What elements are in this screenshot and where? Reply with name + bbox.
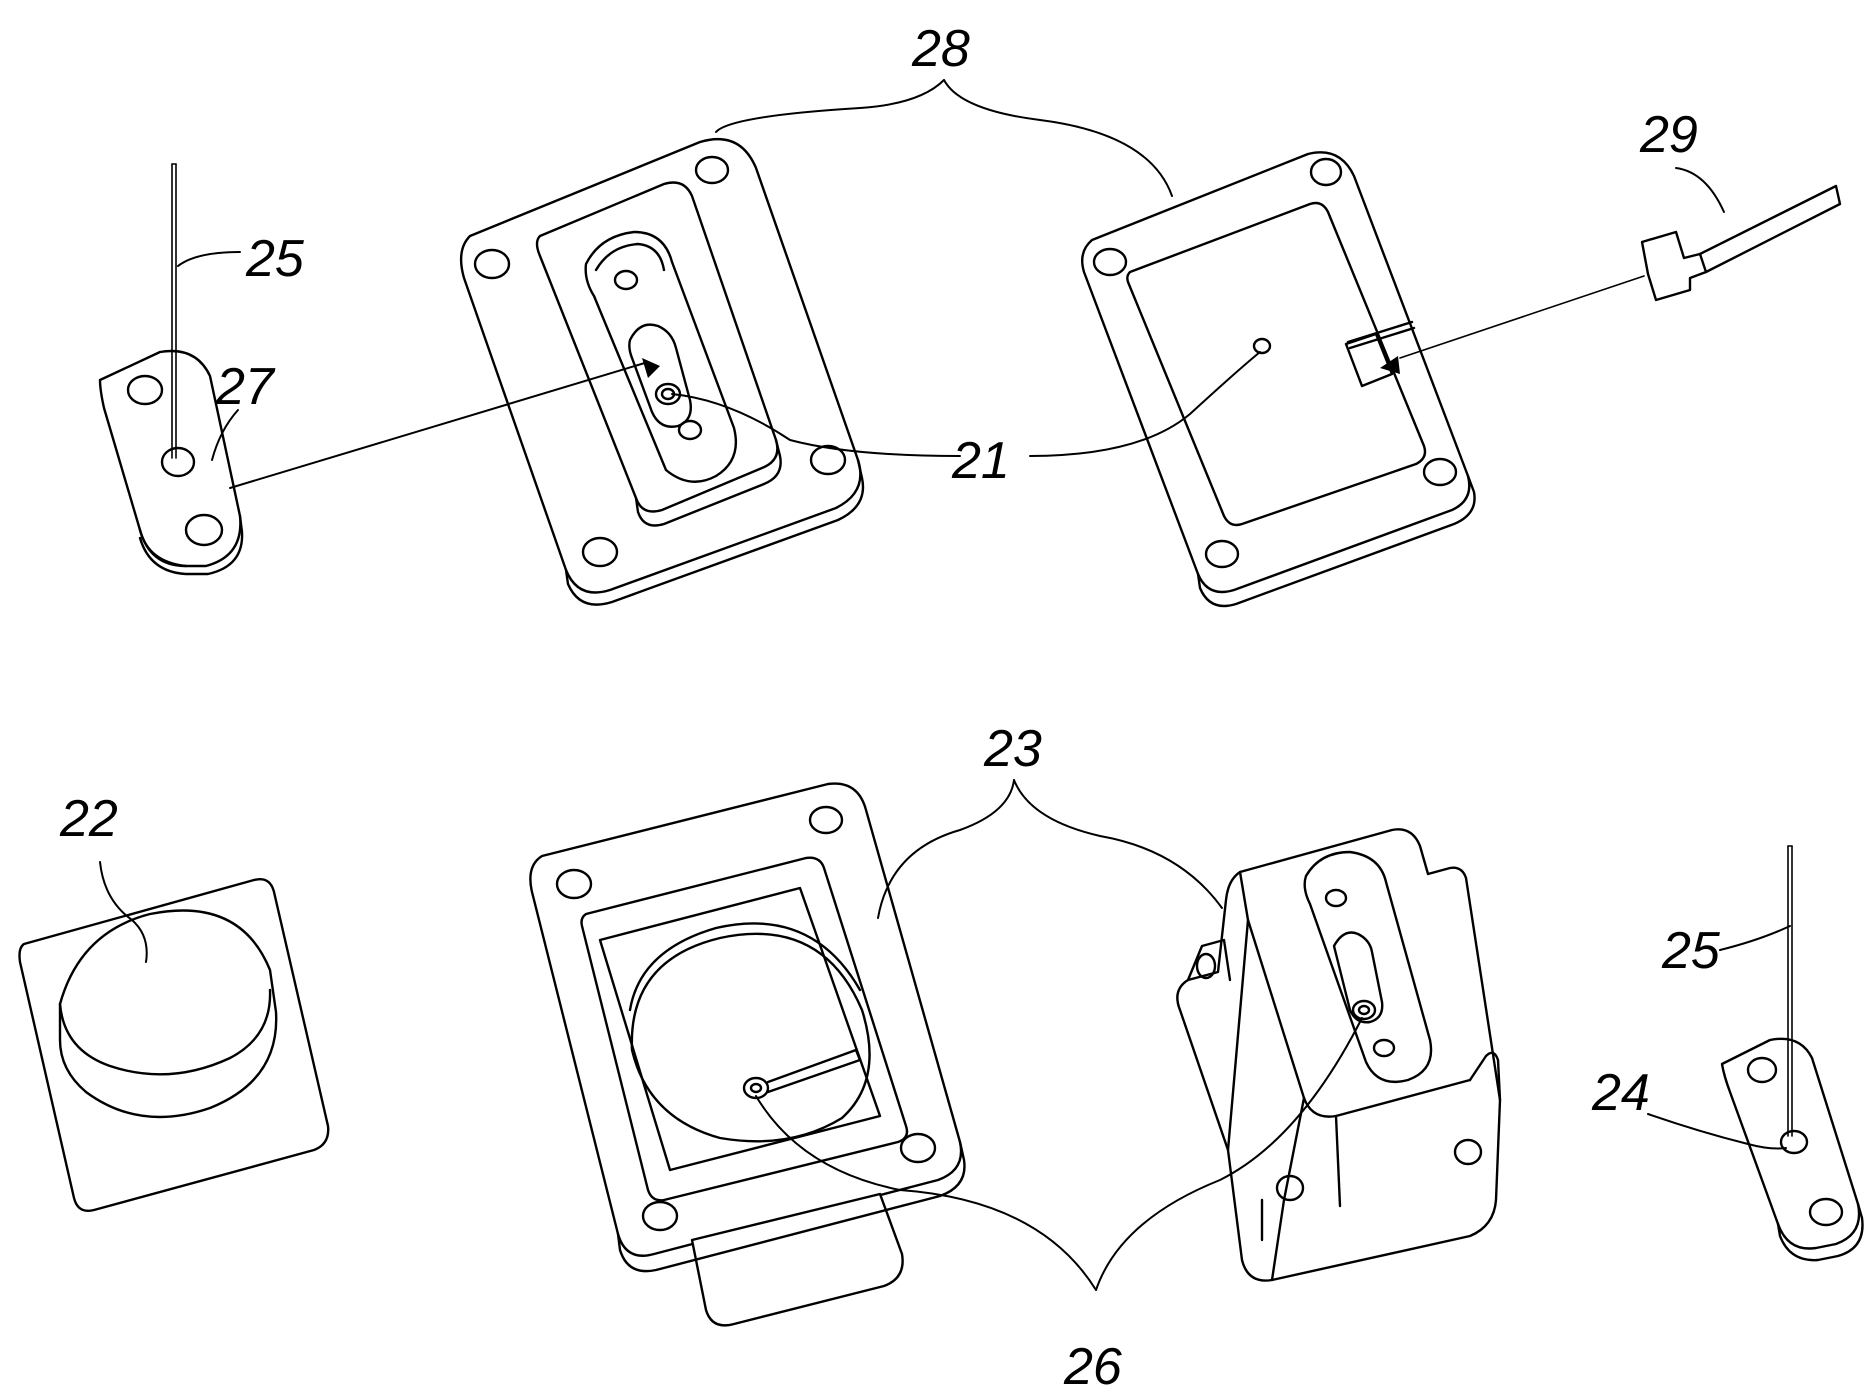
bracket-24-with-needle [1722, 846, 1863, 1260]
label-26: 26 [1063, 1338, 1122, 1396]
label-21: 21 [951, 432, 1010, 490]
fiber-connector-29 [1400, 186, 1840, 358]
plate-28-right [1082, 152, 1474, 606]
label-25-top: 25 [245, 230, 305, 288]
plate-28-left [461, 139, 863, 605]
label-25-bottom: 25 [1661, 922, 1721, 980]
label-22: 22 [59, 790, 118, 848]
label-27: 27 [215, 358, 276, 416]
label-23: 23 [983, 720, 1042, 778]
leader-lines-top [178, 80, 1724, 488]
label-24: 24 [1591, 1064, 1650, 1122]
block-23-right [1177, 829, 1500, 1280]
housing-23-left [530, 784, 964, 1326]
leader-lines-bottom [100, 780, 1790, 1290]
membrane-22 [20, 879, 329, 1211]
label-29: 29 [1639, 106, 1698, 164]
label-28: 28 [911, 20, 970, 78]
